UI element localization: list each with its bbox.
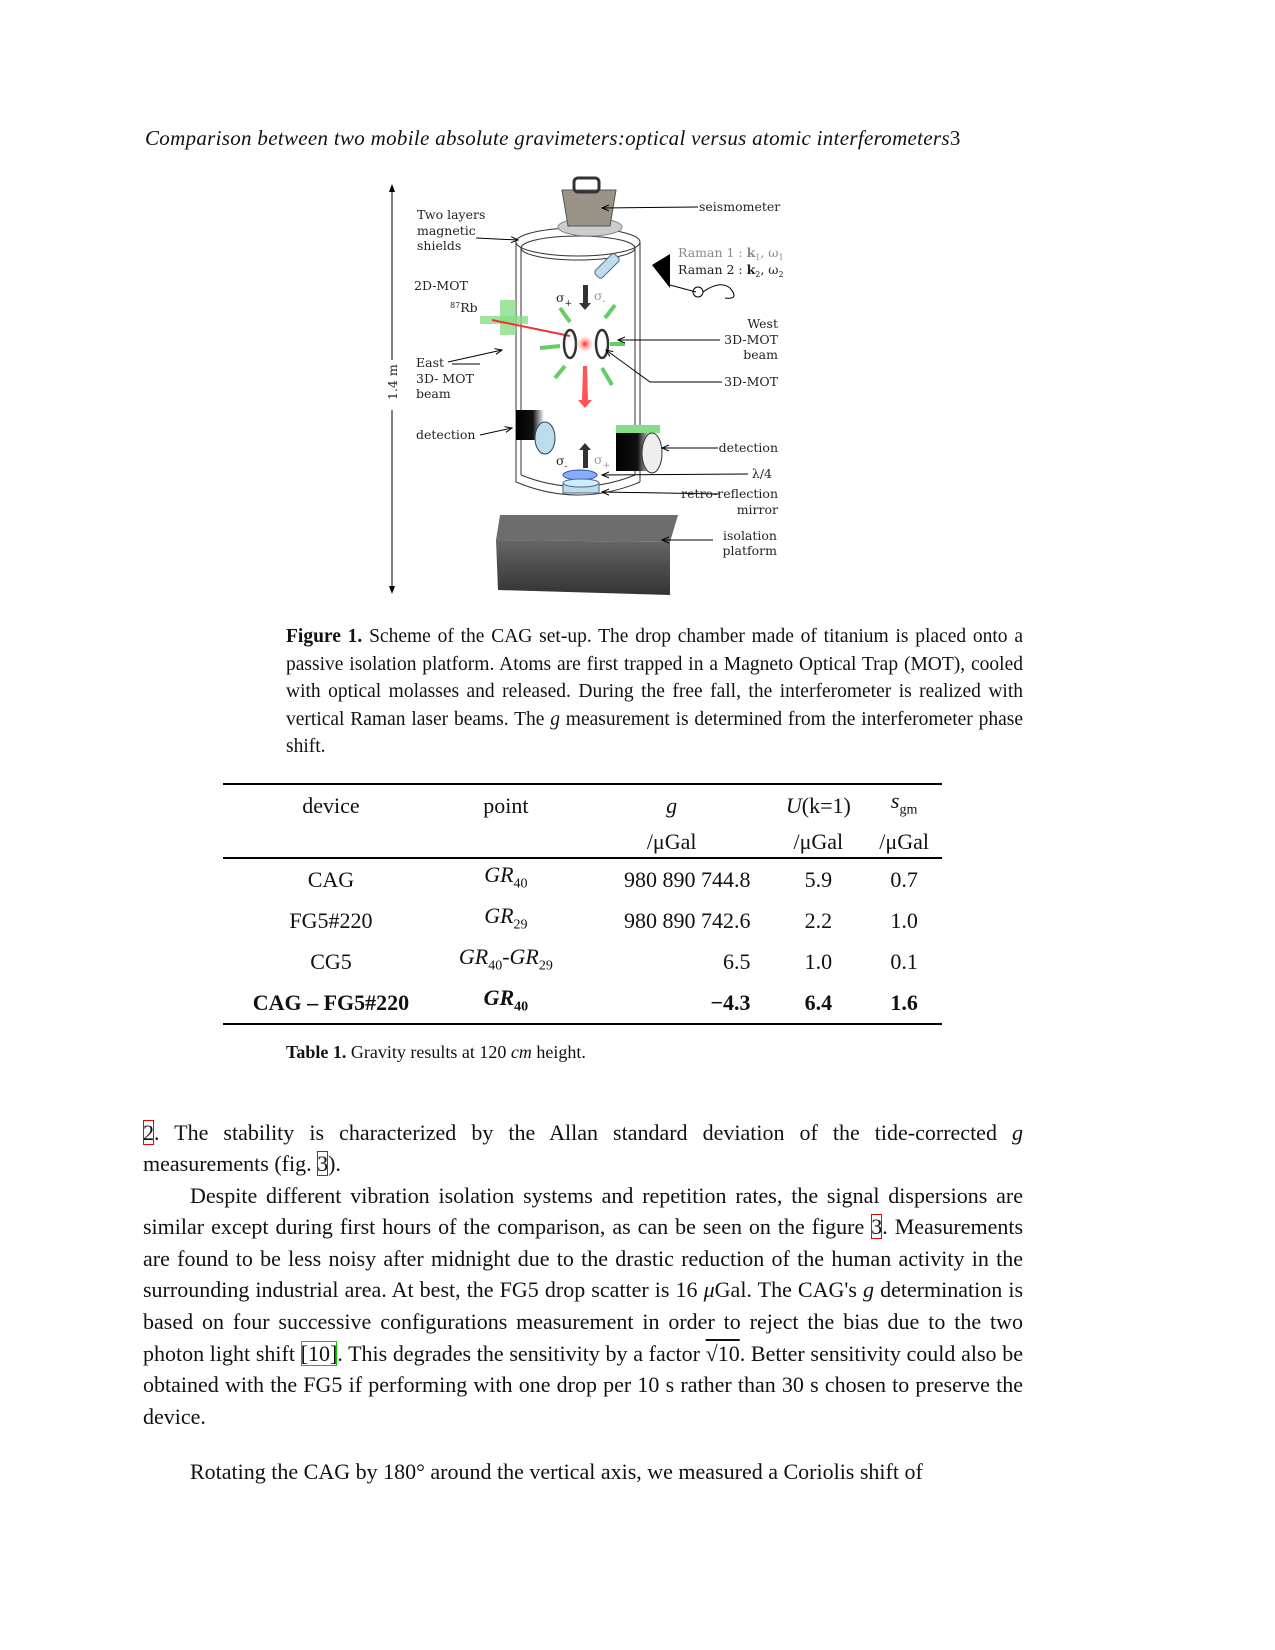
- header-title: Comparison between two mobile absolute g…: [145, 126, 950, 150]
- raman-collimator-icon: [652, 254, 670, 288]
- atom-cloud-icon: [575, 334, 595, 354]
- label-east-3: beam: [416, 386, 451, 401]
- label-3d-mot: 3D-MOT: [724, 374, 778, 389]
- label-seismometer: seismometer: [699, 199, 780, 214]
- figure-caption-end: measurement is determined from the inter…: [286, 708, 1023, 758]
- label-lambda-4: λ/4: [752, 466, 772, 481]
- figure-ref-link[interactable]: 3: [871, 1214, 883, 1240]
- table-caption-label: Table 1.: [286, 1041, 347, 1062]
- label-west-2: 3D-MOT: [724, 332, 778, 347]
- label-2d-mot: 2D-MOT: [414, 278, 468, 293]
- detection-right-icon: [616, 425, 663, 474]
- height-arrow: 1.4 m: [385, 184, 400, 594]
- label-sigma-minus-top: σ-: [594, 288, 606, 307]
- coil-icon: [562, 328, 578, 360]
- mirror-icon: [594, 253, 620, 279]
- coil-icon: [594, 328, 610, 360]
- seismometer-icon: [561, 176, 617, 227]
- label-west-1: West: [747, 316, 778, 331]
- falling-atoms-arrow: [578, 366, 592, 408]
- raman-beam-up-arrow: [579, 443, 591, 468]
- label-retro-2: mirror: [737, 502, 778, 517]
- mot-beams: [539, 303, 625, 387]
- paragraph: 2. The stability is characterized by the…: [143, 1119, 1023, 1177]
- figure-ref-link[interactable]: 2: [143, 1119, 154, 1145]
- unit-sgm: /μGal: [879, 828, 929, 854]
- table-units-row: /μGal /μGal /μGal: [223, 826, 942, 859]
- figure-caption: Figure 1. Scheme of the CAG set-up. The …: [286, 623, 1023, 761]
- label-iso-2: platform: [723, 543, 778, 558]
- raman-beam-down-arrow: [579, 285, 591, 310]
- gravity-results-table: device point g U(k=1) sgm /μGal /μGal /μ…: [223, 782, 942, 1025]
- label-west-3: beam: [743, 347, 778, 362]
- retro-mirror-icon: [562, 478, 600, 494]
- label-sigma-minus-bottom: σ-: [556, 453, 568, 472]
- header-sgm: sgm: [866, 782, 942, 826]
- table-caption: Table 1. Gravity results at 120 cm heigh…: [286, 1041, 586, 1062]
- label-east-2: 3D- MOT: [416, 371, 474, 386]
- 2d-mot-icon: [480, 300, 571, 337]
- label-raman-2: Raman 2 : k2, ω2: [678, 262, 784, 279]
- label-detection-right: detection: [719, 440, 778, 455]
- label-sigma-plus-top: σ+: [556, 290, 572, 309]
- figure-ref-link[interactable]: 3: [317, 1151, 329, 1177]
- label-shields-3: shields: [417, 238, 461, 253]
- figure-caption-g: g: [550, 708, 560, 730]
- label-detection-left: detection: [416, 427, 475, 442]
- page-body-flow: Figure 1. Scheme of the CAG set-up. The …: [0, 623, 1275, 1488]
- label-iso-1: isolation: [723, 528, 777, 543]
- label-rb87: 87Rb: [450, 300, 478, 315]
- paragraph: Rotating the CAG by 180° around the vert…: [190, 1459, 923, 1485]
- figure-caption-label: Figure 1.: [286, 626, 363, 647]
- height-label: 1.4 m: [385, 364, 400, 400]
- running-header: Comparison between two mobile absolute g…: [145, 126, 961, 151]
- isolation-platform-icon: [496, 515, 678, 595]
- label-shields-2: magnetic: [417, 223, 476, 238]
- table-header-row: device point g U(k=1) sgm: [223, 782, 942, 826]
- header-u: U(k=1): [770, 782, 867, 826]
- paragraph: Despite different vibration isolation sy…: [143, 1182, 1024, 1429]
- label-sigma-plus-bottom: σ+: [594, 452, 610, 471]
- detection-left-icon: [516, 410, 556, 455]
- header-g: g: [666, 792, 678, 818]
- header-device: device: [223, 782, 439, 826]
- citation-link[interactable]: [10]: [300, 1340, 338, 1366]
- page-number: 3: [949, 126, 961, 150]
- unit-u: /μGal: [793, 828, 844, 854]
- label-east-1: East: [416, 355, 444, 370]
- lambda-plate-icon: [562, 469, 598, 481]
- unit-g: /μGal: [646, 828, 697, 854]
- figure-caption-text: Scheme of the CAG set-up. The drop chamb…: [286, 626, 1023, 730]
- header-point: point: [438, 782, 573, 826]
- label-shields-1: Two layers: [417, 207, 485, 222]
- label-retro-1: retro-reflection: [681, 486, 778, 501]
- cag-setup-figure: 1.4 m Two layers magnetic: [385, 176, 784, 595]
- label-raman-1: Raman 1 : k1, ω1: [678, 245, 784, 262]
